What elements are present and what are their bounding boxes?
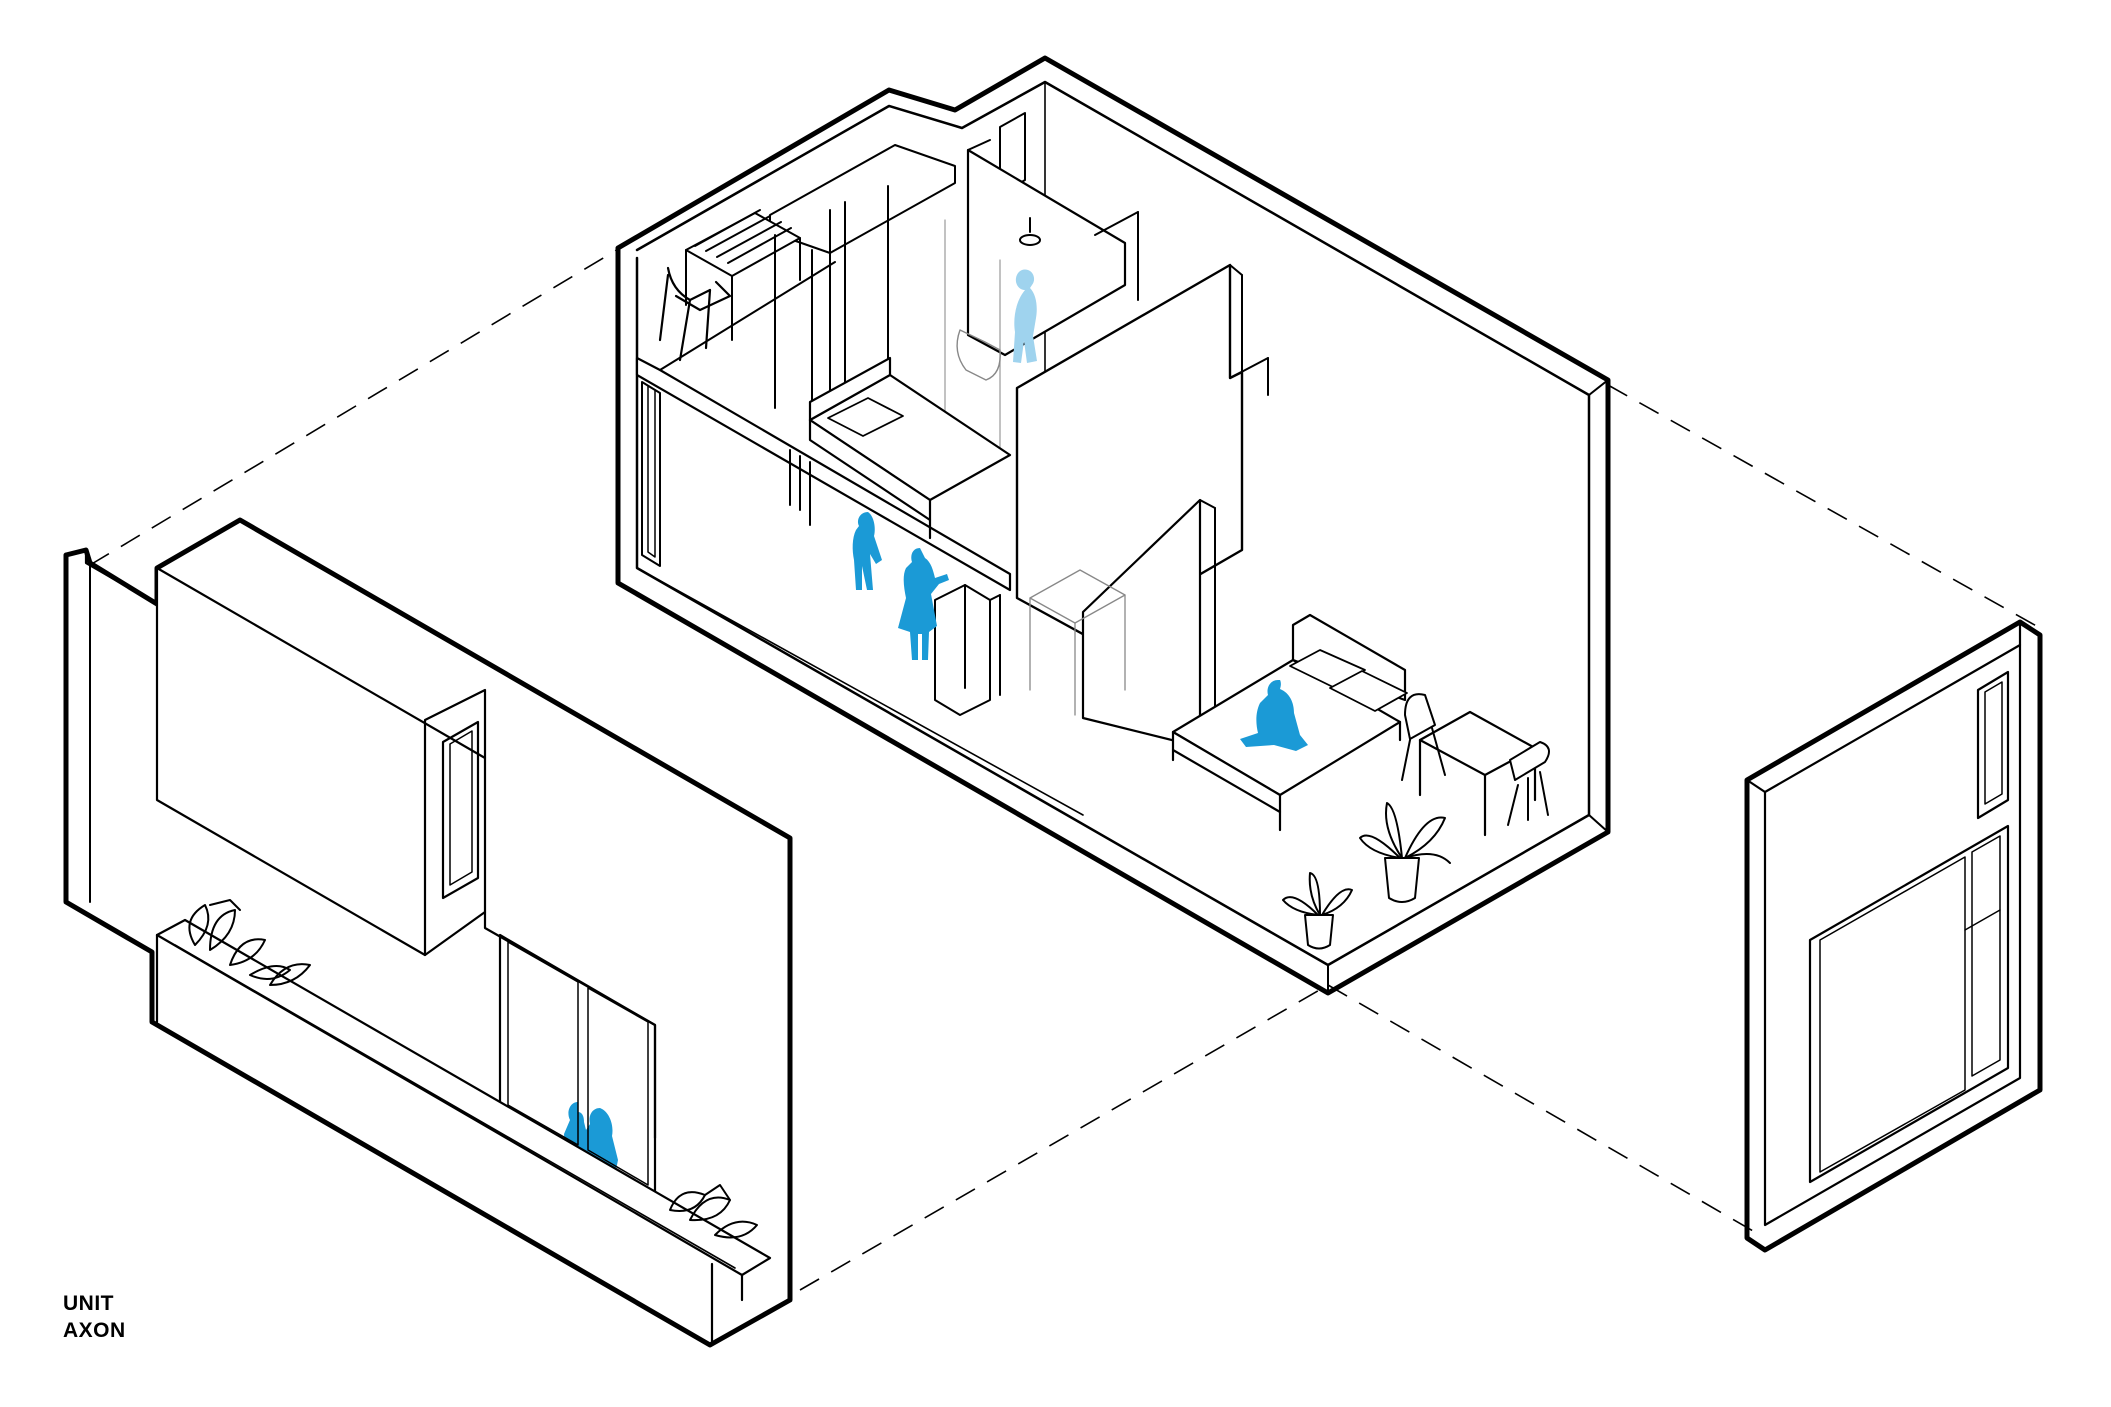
main-unit <box>615 55 1611 996</box>
bathroom-wall <box>966 148 1127 357</box>
figure-shower <box>1013 269 1037 363</box>
chair-right <box>1507 741 1550 826</box>
upper-window <box>441 720 480 900</box>
potted-plant-small <box>1282 872 1353 950</box>
loft-bed <box>808 356 1012 540</box>
title-line-unit: UNIT <box>63 1292 114 1315</box>
title-line-axon: AXON <box>63 1319 126 1342</box>
mezzanine-slab <box>635 356 1012 592</box>
kitchen-counter <box>1029 569 1126 716</box>
chair-left <box>1401 693 1446 781</box>
planter-box <box>155 918 772 1277</box>
shower-fixture <box>1019 217 1041 246</box>
rear-large-window <box>1808 824 2010 1184</box>
balcony-plant-left <box>188 899 311 986</box>
toilet <box>956 329 1001 381</box>
potted-plant-large <box>1359 802 1451 903</box>
balcony-plant-right <box>669 1184 758 1239</box>
loft-desk <box>685 209 801 341</box>
upper-volume <box>155 566 487 957</box>
kitchen-cabinet <box>934 584 1001 716</box>
lower-side-window <box>641 381 661 567</box>
rear-small-window <box>1976 670 2010 820</box>
left-elevation <box>63 517 793 1348</box>
loft-supports <box>789 449 811 526</box>
right-elevation <box>1744 619 2043 1253</box>
projection-lines <box>89 247 2041 1291</box>
loft-chair <box>658 266 732 362</box>
drawing-title: UNIT AXON <box>63 1290 126 1344</box>
loft-doorframe <box>774 185 889 409</box>
figure-sitting <box>1240 680 1308 751</box>
figure-standing-2 <box>898 548 949 660</box>
person-silhouette-icons <box>564 269 1308 1186</box>
figure-standing-1 <box>852 512 882 590</box>
